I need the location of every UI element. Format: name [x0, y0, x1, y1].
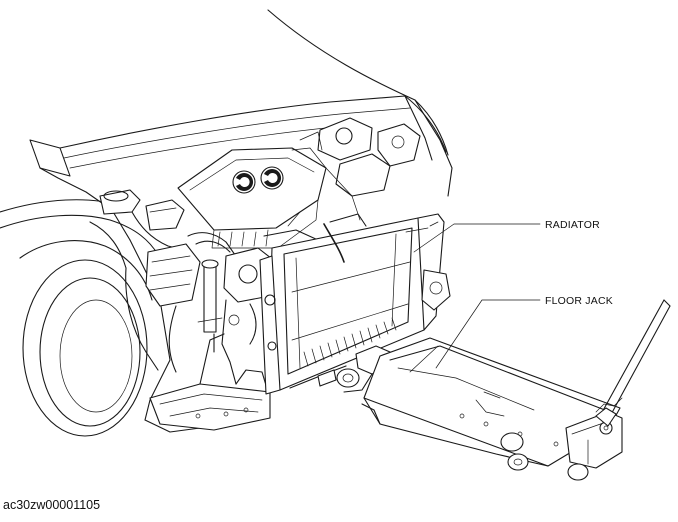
- radiator-drawing: [259, 213, 451, 395]
- callout-leaders: [413, 223, 541, 369]
- floor-jack-drawing: [336, 299, 671, 481]
- radiator-label: RADIATOR: [545, 219, 600, 231]
- floor-jack-label: FLOOR JACK: [545, 295, 613, 307]
- hood-drawing: [29, 9, 453, 197]
- figure-id: ac30zw00001105: [3, 498, 101, 512]
- front-fender-drawing: [0, 167, 201, 437]
- engine-bay-drawing: [89, 117, 421, 431]
